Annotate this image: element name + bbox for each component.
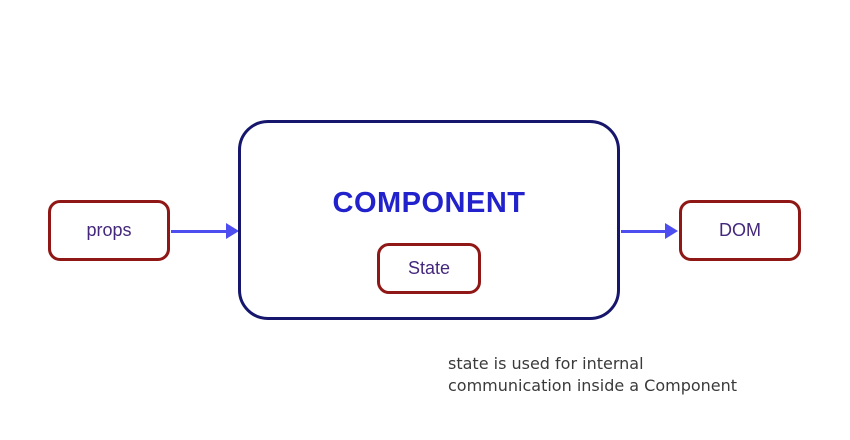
component-box: COMPONENT State: [238, 120, 620, 320]
component-to-dom-arrow: [621, 222, 678, 240]
arrow-right-icon: [665, 223, 678, 239]
props-box: props: [48, 200, 170, 261]
props-label: props: [86, 220, 132, 240]
state-label: State: [407, 258, 451, 278]
arrow-line: [621, 229, 665, 233]
props-to-component-arrow: [171, 222, 239, 240]
dom-box: DOM: [679, 200, 801, 261]
arrow-right-icon: [226, 223, 239, 239]
state-box: State: [377, 243, 481, 294]
arrow-line: [171, 229, 226, 233]
dom-label: DOM: [719, 220, 761, 240]
component-title: COMPONENT: [332, 187, 526, 219]
caption-line-1: state is used for internal: [448, 354, 644, 373]
caption-line-2: communication inside a Component: [448, 376, 738, 395]
caption-text: state is used for internal communication…: [448, 353, 737, 397]
